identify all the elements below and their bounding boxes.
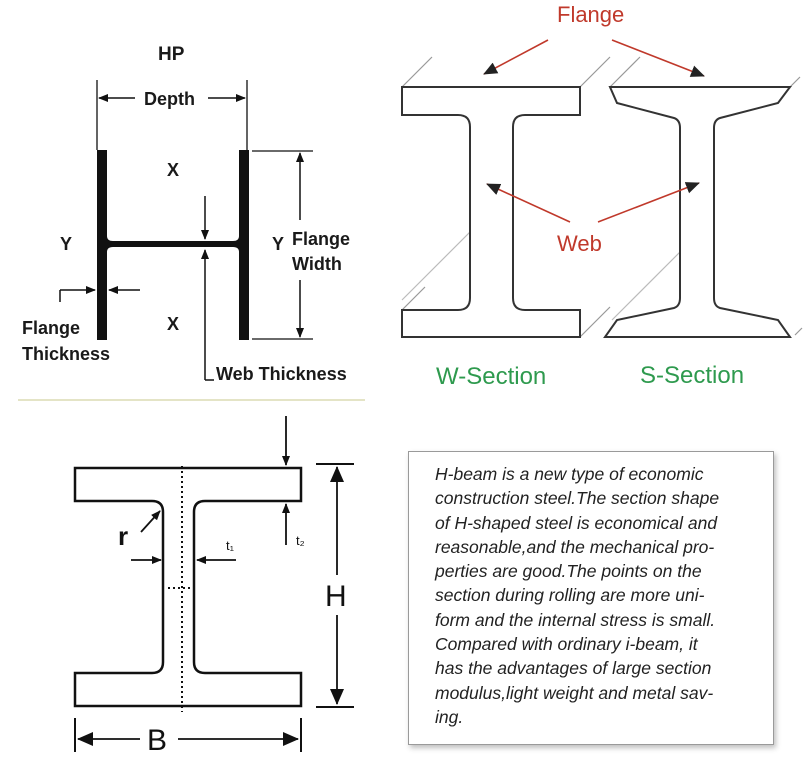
axis-y-right: Y xyxy=(272,234,284,254)
hp-title: HP xyxy=(158,44,185,65)
t1-label: t₁ xyxy=(226,538,235,553)
dimension-panel: r t₁ t₂ H B xyxy=(73,416,354,757)
description-line: modulus,light weight and metal sav- xyxy=(435,682,714,703)
description-line: construction steel.The section shape xyxy=(435,488,720,509)
web-label: Web xyxy=(557,231,602,256)
section-panel: Flange Web W-Section S-Section xyxy=(401,2,803,390)
depth-dimension: Depth xyxy=(96,80,248,150)
flange-pointers: Flange xyxy=(483,2,705,77)
flange-thickness-label-line2: Thickness xyxy=(22,344,110,364)
depth-label: Depth xyxy=(144,89,195,109)
t2-label: t₂ xyxy=(296,533,305,548)
description-box: H-beam is a new type of economic constru… xyxy=(408,451,774,745)
flange-width-dimension: Flange Width xyxy=(252,150,350,340)
axis-x-bottom: X xyxy=(167,314,179,334)
hp-beam-shape xyxy=(97,150,249,340)
description-line: H-beam is a new type of economic xyxy=(435,464,704,484)
description-line: Compared with ordinary i-beam, it xyxy=(435,634,698,655)
description-line: reasonable,and the mechanical pro- xyxy=(435,536,715,557)
flange-thickness-indicator: Flange Thickness xyxy=(22,286,140,364)
description-line: form and the internal stress is small. xyxy=(435,609,716,630)
s-section-shape xyxy=(603,56,803,338)
description-line: ing. xyxy=(435,706,464,727)
breadth-label: B xyxy=(147,724,167,757)
description-line: has the advantages of large section xyxy=(435,658,712,679)
axis-y-left: Y xyxy=(60,234,72,254)
flange-width-label-line1: Flange xyxy=(292,229,350,249)
web-thickness-indicator: Web Thickness xyxy=(201,196,347,384)
flange-label: Flange xyxy=(557,2,624,27)
web-pointers: Web xyxy=(486,182,700,256)
hp-panel: HP Depth X X Y Y Web Thickness xyxy=(22,44,350,384)
web-thickness-label: Web Thickness xyxy=(216,364,347,384)
height-label: H xyxy=(325,580,347,613)
w-section-shape xyxy=(401,56,611,338)
s-section-label: S-Section xyxy=(640,362,744,389)
description-line: perties are good.The points on the xyxy=(435,561,702,582)
w-section-label: W-Section xyxy=(436,363,546,390)
radius-label: r xyxy=(118,521,128,551)
flange-thickness-label-line1: Flange xyxy=(22,318,80,338)
description-line: section during rolling are more uni- xyxy=(435,585,705,606)
axis-x-top: X xyxy=(167,160,179,180)
description-line: of H-shaped steel is economical and xyxy=(435,512,718,533)
flange-width-label-line2: Width xyxy=(292,254,342,274)
